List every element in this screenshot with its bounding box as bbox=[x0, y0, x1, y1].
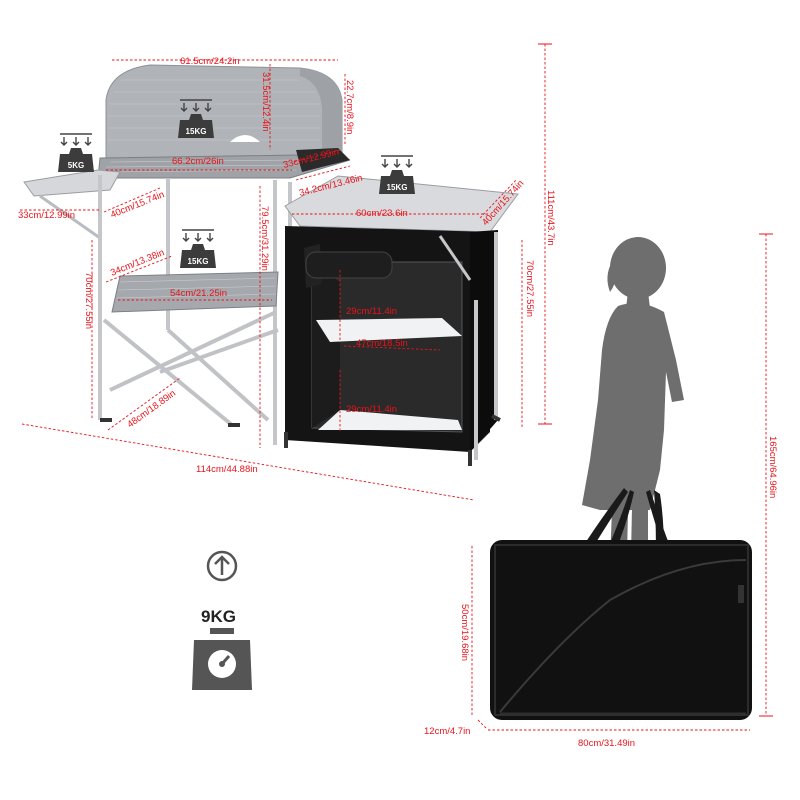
dim-leg-height-right: 70cm/27.55in bbox=[524, 260, 535, 317]
dim-cabinet-top-width: 60cm/23.6in bbox=[356, 208, 408, 219]
scale-icon bbox=[192, 628, 252, 690]
lower-shelf-load-label: 15KG bbox=[188, 257, 209, 266]
dim-lower-shelf-width: 54cm/21.25in bbox=[170, 288, 227, 299]
arrow-up-circle-icon bbox=[206, 550, 238, 582]
dim-windscreen-height: 31.5cm/12.4in bbox=[260, 72, 271, 132]
dim-windscreen-side: 22.7cm/8.9in bbox=[344, 80, 355, 134]
dim-leg-height-left: 70cm/27.55in bbox=[83, 272, 94, 329]
dim-cabinet-upper-height: 29cm/11.4in bbox=[346, 306, 397, 317]
dimension-lines bbox=[20, 43, 773, 731]
dim-total-width: 114cm/44.88in bbox=[196, 464, 258, 475]
dim-person-height: 165cm/64.96in bbox=[767, 436, 778, 498]
dim-side-shelf-width: 33cm/12.99in bbox=[18, 210, 75, 221]
camp-table bbox=[23, 64, 519, 466]
windscreen-load-label: 15KG bbox=[186, 127, 207, 136]
cabinet-top-load-icon: 15KG bbox=[379, 155, 415, 194]
dim-table-height: 79.5cm/31.29in bbox=[259, 206, 270, 271]
dim-lower-shelf-depth: 34cm/13.38in bbox=[109, 247, 166, 279]
dim-bag-height: 50cm/19.68in bbox=[459, 604, 470, 661]
dim-bag-depth: 12cm/4.7in bbox=[424, 726, 470, 737]
dim-cabinet-lower-height: 29cm/11.4in bbox=[346, 404, 397, 415]
dim-side-shelf-depth: 40cm/15.74in bbox=[109, 189, 166, 221]
side-shelf-load-icon: 5KG bbox=[58, 133, 94, 172]
cabinet-top-load-label: 15KG bbox=[387, 183, 408, 192]
carry-bag bbox=[490, 488, 752, 720]
dim-frame-depth: 48cm/18.89in bbox=[125, 388, 178, 430]
dim-windscreen-width: 61.5cm/24.2in bbox=[180, 56, 240, 67]
net-weight-block: 9KG bbox=[192, 550, 252, 690]
side-shelf-load-label: 5KG bbox=[68, 161, 84, 170]
windscreen-load-icon: 15KG bbox=[178, 99, 214, 138]
dim-cabinet-inner-width: 47cm/18.5in bbox=[356, 338, 408, 349]
dim-total-height: 111cm/43.7in bbox=[545, 190, 556, 246]
lower-shelf-load-icon: 15KG bbox=[180, 229, 216, 268]
dim-top-width: 66.2cm/26in bbox=[172, 156, 224, 167]
net-weight-label: 9KG bbox=[201, 607, 236, 626]
dim-bag-width: 80cm/31.49in bbox=[578, 738, 635, 749]
